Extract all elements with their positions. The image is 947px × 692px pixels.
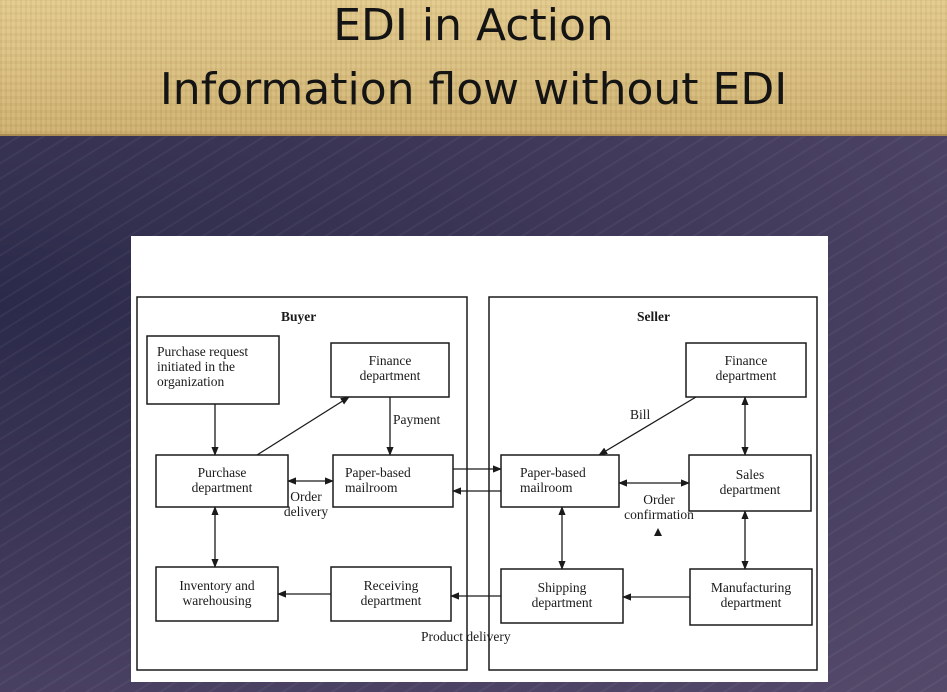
buyer-finance-label: Finance department [359,353,421,383]
buyer-mailroom-label: Paper-based mailroom [345,465,411,495]
diagram-lines [136,296,818,671]
title-band: EDI in Action Information flow without E… [0,0,947,136]
slide-title: EDI in Action [333,0,614,51]
order-delivery-label: Order delivery [283,489,329,519]
inventory-label: Inventory and warehousing [179,578,255,608]
purchase-request-label: Purchase request initiated in the organi… [157,344,249,389]
purchase-request-box [146,335,280,405]
edi-flow-diagram: Buyer Seller Purchase request initiated … [131,236,828,682]
bill-label: Bill [630,407,651,422]
buyer-region [136,296,468,671]
seller-mailroom-label: Paper-based mailroom [520,465,586,495]
purchase-department-label: Purchase department [191,465,253,495]
slide-subtitle: Information flow without EDI [159,64,788,115]
product-delivery-label: Product delivery [421,629,511,644]
seller-title: Seller [637,309,670,324]
seller-finance-label: Finance department [715,353,777,383]
order-confirmation-label: Order confirmation [624,492,694,522]
buyer-title: Buyer [281,309,317,324]
payment-label: Payment [393,412,441,427]
manufacturing-label: Manufacturing department [710,580,792,610]
seller-region [488,296,818,671]
shipping-label: Shipping department [531,580,593,610]
sales-department-label: Sales department [719,467,781,497]
receiving-label: Receiving department [360,578,422,608]
